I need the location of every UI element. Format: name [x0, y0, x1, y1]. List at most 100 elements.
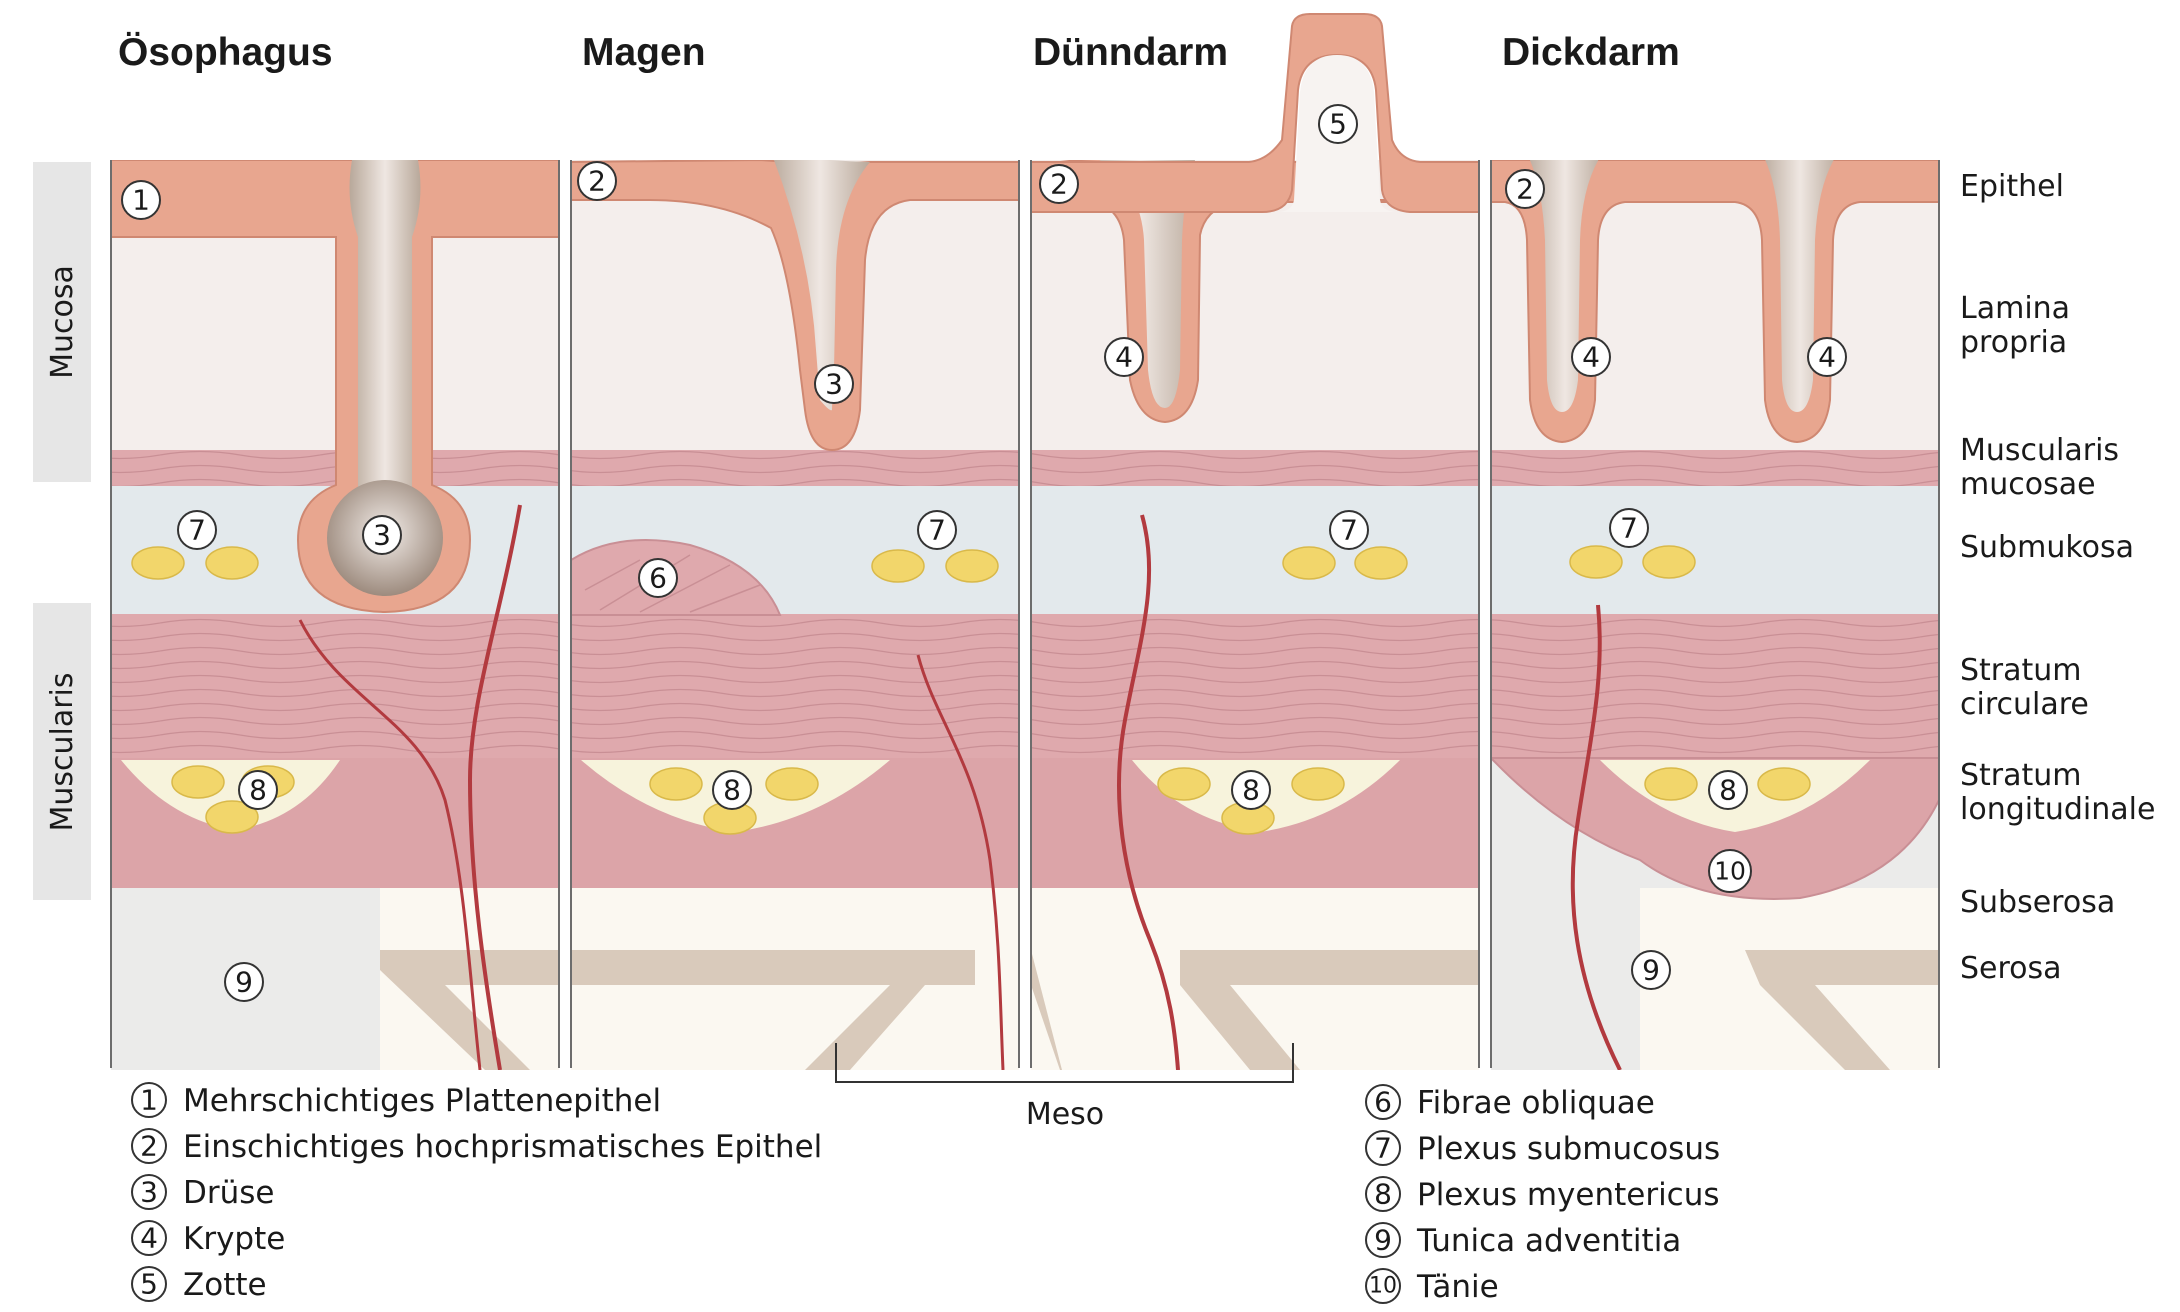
label-submukosa: Submukosa — [1960, 530, 2134, 565]
legend-text: Plexus myentericus — [1417, 1177, 1720, 1213]
legend-text: Drüse — [183, 1175, 275, 1211]
marker-8-duenndarm: 8 — [1231, 770, 1271, 810]
legend-number-circle — [131, 1174, 167, 1210]
title-magen: Magen — [582, 31, 706, 74]
legend-number: 6 — [1374, 1086, 1392, 1119]
svg-text:4: 4 — [1115, 341, 1133, 374]
svg-text:3: 3 — [825, 368, 843, 401]
label-longitudinale-1: Stratum — [1960, 758, 2082, 793]
marker-8-dickdarm: 8 — [1708, 770, 1748, 810]
svg-text:10: 10 — [1714, 857, 1746, 886]
svg-text:2: 2 — [1050, 168, 1068, 201]
mucosa-side-label: Mucosa — [45, 265, 80, 379]
panel-borders — [110, 160, 1940, 1068]
title-dickdarm: Dickdarm — [1502, 31, 1680, 74]
svg-text:7: 7 — [1620, 512, 1638, 545]
marker-2-duenndarm: 2 — [1039, 164, 1079, 204]
svg-text:9: 9 — [1642, 954, 1660, 987]
svg-text:8: 8 — [249, 774, 267, 807]
legend-left-item: 1 Mehrschichtiges Plattenepithel — [131, 1082, 661, 1119]
svg-text:7: 7 — [928, 514, 946, 547]
legend-number: 5 — [140, 1268, 158, 1301]
label-musc-mucosae-2: mucosae — [1960, 467, 2096, 502]
svg-text:4: 4 — [1818, 341, 1836, 374]
marker-7-dickdarm: 7 — [1609, 508, 1649, 548]
marker-7-magen: 7 — [917, 510, 957, 550]
marker-4-dickdarm-b: 4 — [1807, 337, 1847, 377]
legend-right-item: 6 Fibrae obliquae — [1365, 1084, 1655, 1121]
legend-text: Krypte — [183, 1221, 285, 1257]
svg-text:4: 4 — [1582, 341, 1600, 374]
legend-text: Zotte — [183, 1267, 267, 1303]
marker-10: 10 — [1708, 849, 1752, 893]
svg-text:7: 7 — [188, 514, 206, 547]
legend-number-circle — [131, 1266, 167, 1302]
legend-number-circle — [1365, 1176, 1401, 1212]
panel-duenndarm — [1031, 160, 1479, 1070]
legend-text: Tänie — [1416, 1269, 1499, 1305]
title-oesophagus: Ösophagus — [118, 31, 333, 74]
legend-left-item: 3 Drüse — [131, 1174, 275, 1211]
legend-text: Tunica adventitia — [1416, 1223, 1681, 1259]
legend-left-item: 2 Einschichtiges hochprismatisches Epithe… — [131, 1128, 822, 1165]
legend-number: 2 — [140, 1130, 158, 1163]
marker-8-magen: 8 — [712, 770, 752, 810]
svg-text:2: 2 — [1516, 173, 1534, 206]
mucosa-side-bar — [33, 162, 91, 482]
legend-number-circle — [131, 1128, 167, 1164]
legend-right-item: 9 Tunica adventitia — [1365, 1222, 1681, 1259]
marker-3-magen: 3 — [814, 364, 854, 404]
label-epithel: Epithel — [1960, 169, 2064, 204]
label-subserosa: Subserosa — [1960, 885, 2115, 920]
meso-label: Meso — [1026, 1097, 1104, 1132]
svg-text:3: 3 — [373, 519, 391, 552]
legend-text: Fibrae obliquae — [1417, 1085, 1655, 1121]
marker-6: 6 — [638, 558, 678, 598]
label-circulare-1: Stratum — [1960, 653, 2082, 688]
svg-text:8: 8 — [723, 774, 741, 807]
legend-number-circle — [1365, 1130, 1401, 1166]
legend-number-circle — [131, 1082, 167, 1118]
marker-9-oesophagus: 9 — [224, 962, 264, 1002]
legend-left: 1 Mehrschichtiges Plattenepithel 2 Einschic… — [131, 1082, 822, 1303]
legend-number-circle — [1365, 1084, 1401, 1120]
label-lamina-1: Lamina — [1960, 291, 2070, 326]
marker-7-oesophagus: 7 — [177, 510, 217, 550]
panel-dickdarm — [1491, 160, 1939, 1070]
legend-text: Plexus submucosus — [1417, 1131, 1720, 1167]
svg-text:8: 8 — [1719, 774, 1737, 807]
marker-9-dickdarm: 9 — [1631, 950, 1671, 990]
marker-1: 1 — [121, 180, 161, 220]
legend-text: Mehrschichtiges Plattenepithel — [183, 1083, 661, 1119]
legend-text: Einschichtiges hochprismatisches Epithel — [183, 1129, 822, 1165]
marker-3-oesophagus: 3 — [362, 515, 402, 555]
panel-oesophagus — [111, 160, 559, 1070]
marker-4-duenndarm: 4 — [1104, 337, 1144, 377]
legend-number-circle — [1365, 1268, 1401, 1304]
title-duenndarm: Dünndarm — [1033, 31, 1228, 74]
legend-number: 1 — [140, 1084, 158, 1117]
label-longitudinale-2: longitudinale — [1960, 792, 2155, 827]
label-circulare-2: circulare — [1960, 687, 2089, 722]
marker-2-magen: 2 — [577, 161, 617, 201]
svg-text:8: 8 — [1242, 774, 1260, 807]
label-lamina-2: propria — [1960, 325, 2067, 360]
svg-text:5: 5 — [1329, 108, 1347, 141]
svg-text:1: 1 — [132, 184, 150, 217]
legend-left-item: 5 Zotte — [131, 1266, 267, 1303]
markers: 1 2 2 2 3 3 4 4 4 5 6 7 7 7 7 8 8 8 8 9 … — [121, 104, 1847, 1002]
legend-number: 9 — [1374, 1224, 1392, 1257]
legend-number: 3 — [140, 1176, 158, 1209]
svg-text:7: 7 — [1340, 514, 1358, 547]
marker-4-dickdarm-a: 4 — [1571, 337, 1611, 377]
panel-magen — [571, 160, 1019, 1070]
muscularis-side-bar — [33, 603, 91, 900]
layer-labels: Epithel Lamina propria Muscularis mucosa… — [1960, 169, 2155, 986]
marker-8-oesophagus: 8 — [238, 770, 278, 810]
